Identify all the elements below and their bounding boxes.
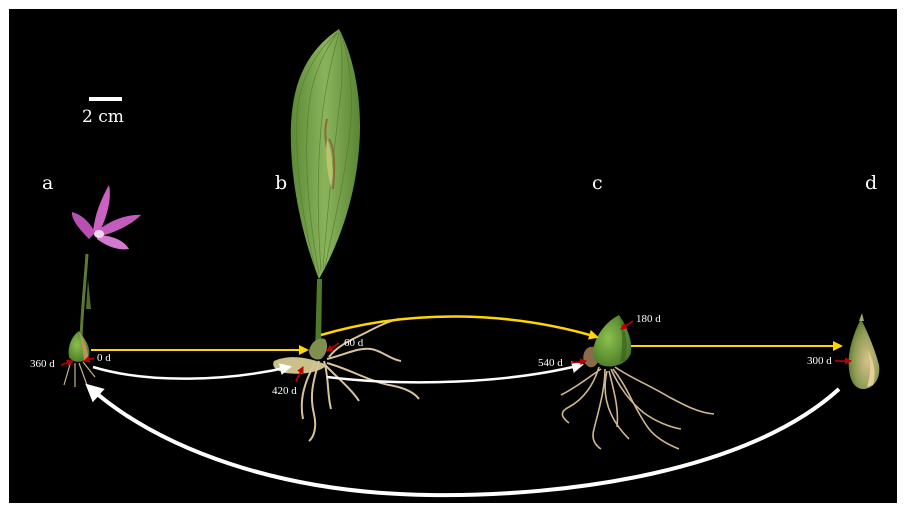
cycle-arrows [89,316,841,495]
panel-label-a: a [42,172,53,194]
day-label-420d: 420 d [272,385,297,397]
panel-label-d: d [865,172,877,194]
day-label-360d: 360 d [30,358,55,370]
scale-bar-label: 2 cm [82,107,124,127]
day-label-0d: 0 d [97,352,111,364]
day-label-180d: 180 d [636,313,661,325]
corm-b-new [309,339,327,360]
roots-c [561,367,714,449]
panel-label-c: c [592,172,603,194]
pointer-360d [61,361,73,365]
corm-d-tip [859,313,864,321]
plant-c-corm [561,315,714,449]
day-label-540d: 540 d [538,357,563,369]
day-label-60d: 60 d [344,337,363,349]
panel-label-b: b [275,172,287,194]
pink-flower [72,185,141,249]
bract [86,279,91,309]
arrow-d-to-a [89,387,839,495]
life-cycle-scene [9,9,897,503]
flower-stem [81,254,87,339]
corm-d [849,319,880,389]
figure-frame: 2 cm a b c d 360 d 0 d 60 d 420 d 540 d … [9,9,897,503]
day-label-300d: 300 d [807,355,832,367]
pointer-540d [571,361,586,363]
scale-bar [89,97,122,101]
arrow-a-to-b-old [93,367,289,379]
roots-a [64,361,95,387]
plant-d-dormant [849,313,880,389]
